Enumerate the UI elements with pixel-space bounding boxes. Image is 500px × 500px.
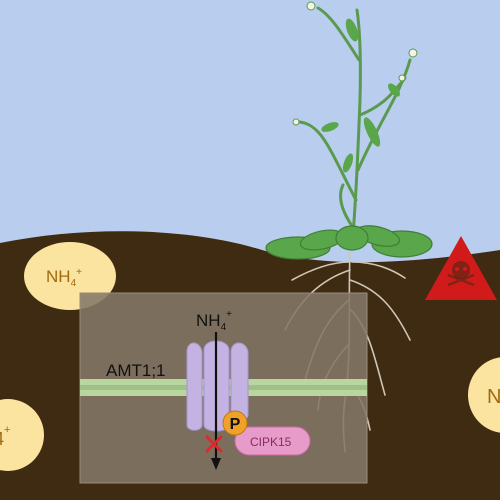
ion-flow-arrow bbox=[211, 332, 221, 470]
ammonium-ion-bottom-left: 4+ bbox=[0, 399, 44, 471]
transporter-label: AMT1;1 bbox=[106, 361, 166, 380]
kinase-label: CIPK15 bbox=[250, 435, 292, 449]
inset-ion-label: NH4+ bbox=[196, 309, 232, 333]
svg-text:NH4+: NH4+ bbox=[46, 267, 82, 289]
svg-text:N: N bbox=[487, 386, 500, 408]
phosphate-group bbox=[222, 410, 248, 436]
x-mark-icon bbox=[205, 435, 223, 453]
ammonium-ion-right: N bbox=[468, 357, 500, 433]
toxic-skull-warning-icon bbox=[425, 236, 497, 300]
phospho-label: P bbox=[230, 416, 241, 433]
plant-shoot bbox=[298, 6, 412, 250]
flower-buds bbox=[292, 1, 418, 126]
cipk15-kinase bbox=[234, 426, 311, 456]
stem-leaves bbox=[321, 18, 400, 173]
svg-text:4+: 4+ bbox=[0, 424, 10, 449]
rosette-leaves bbox=[265, 225, 433, 260]
